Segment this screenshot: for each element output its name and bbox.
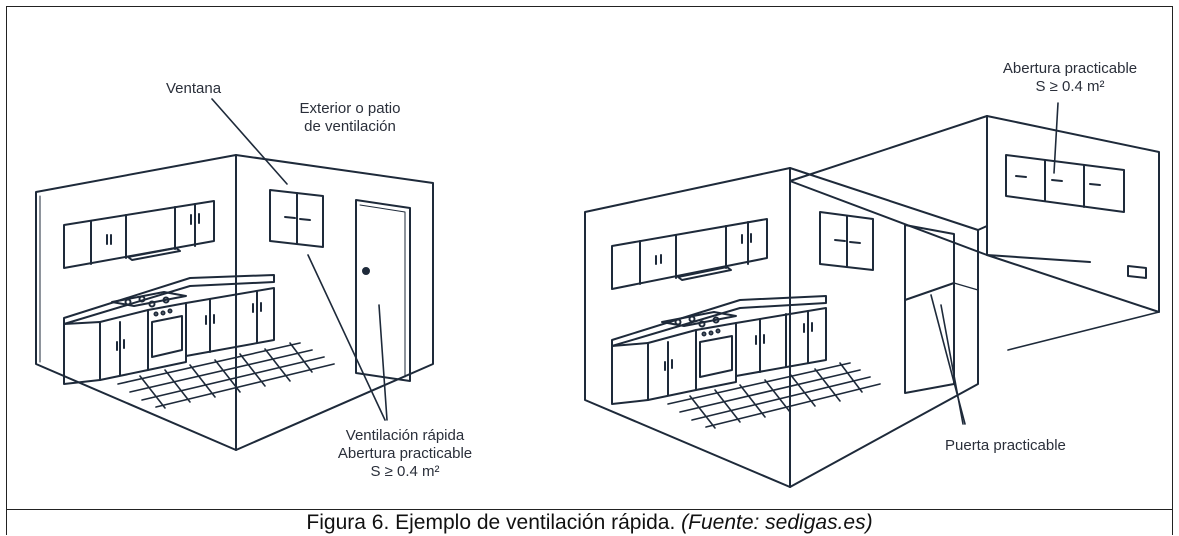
label-exterior-line2: de ventilación [304,118,396,135]
label-ventana-text: Ventana [166,80,222,97]
label-ventilacion-rapida: Ventilación rápida Abertura practicable … [315,427,495,481]
label-exterior-line1: Exterior o patio [299,100,401,117]
right-upper-cabinets [611,218,768,290]
caption-separator [6,509,1173,510]
left-kitchen-room [35,154,434,451]
figure-caption: Figura 6. Ejemplo de ventilación rápida.… [0,510,1179,536]
right-high-window [1005,154,1125,213]
left-window [269,189,324,248]
caption-main: Figura 6. Ejemplo de ventilación rápida. [306,511,676,534]
left-door [355,199,411,382]
label-abertura-practicable: Abertura practicable S ≥ 0.4 m² [980,60,1160,96]
right-window [819,211,874,271]
label-puerta-practicable: Puerta practicable [945,437,1066,455]
label-ventilacion-line1: Ventilación rápida [345,427,465,444]
label-ventilacion-line3: S ≥ 0.4 m² [370,463,440,480]
label-abertura-line1: Abertura practicable [1002,60,1138,77]
left-upper-cabinets [63,200,215,269]
left-floor-tiles [117,342,335,409]
right-wall-vent-grille [1127,265,1147,279]
left-lower-cabinets [63,274,275,385]
label-ventilacion-line2: Abertura practicable [337,445,473,462]
right-floor-tiles [667,362,881,429]
left-leader-lines [211,98,388,421]
label-exterior: Exterior o patio de ventilación [285,100,415,136]
label-ventana: Ventana [166,80,221,98]
right-leader-lines [930,102,1059,425]
figure-frame [6,6,1173,535]
caption-source: (Fuente: sedigas.es) [681,511,873,534]
right-kitchen-room [584,115,1160,488]
label-abertura-line2: S ≥ 0.4 m² [1035,78,1105,95]
ventilation-diagram [35,98,1160,488]
right-lower-cabinets [611,295,827,405]
label-puerta-text: Puerta practicable [945,437,1066,454]
